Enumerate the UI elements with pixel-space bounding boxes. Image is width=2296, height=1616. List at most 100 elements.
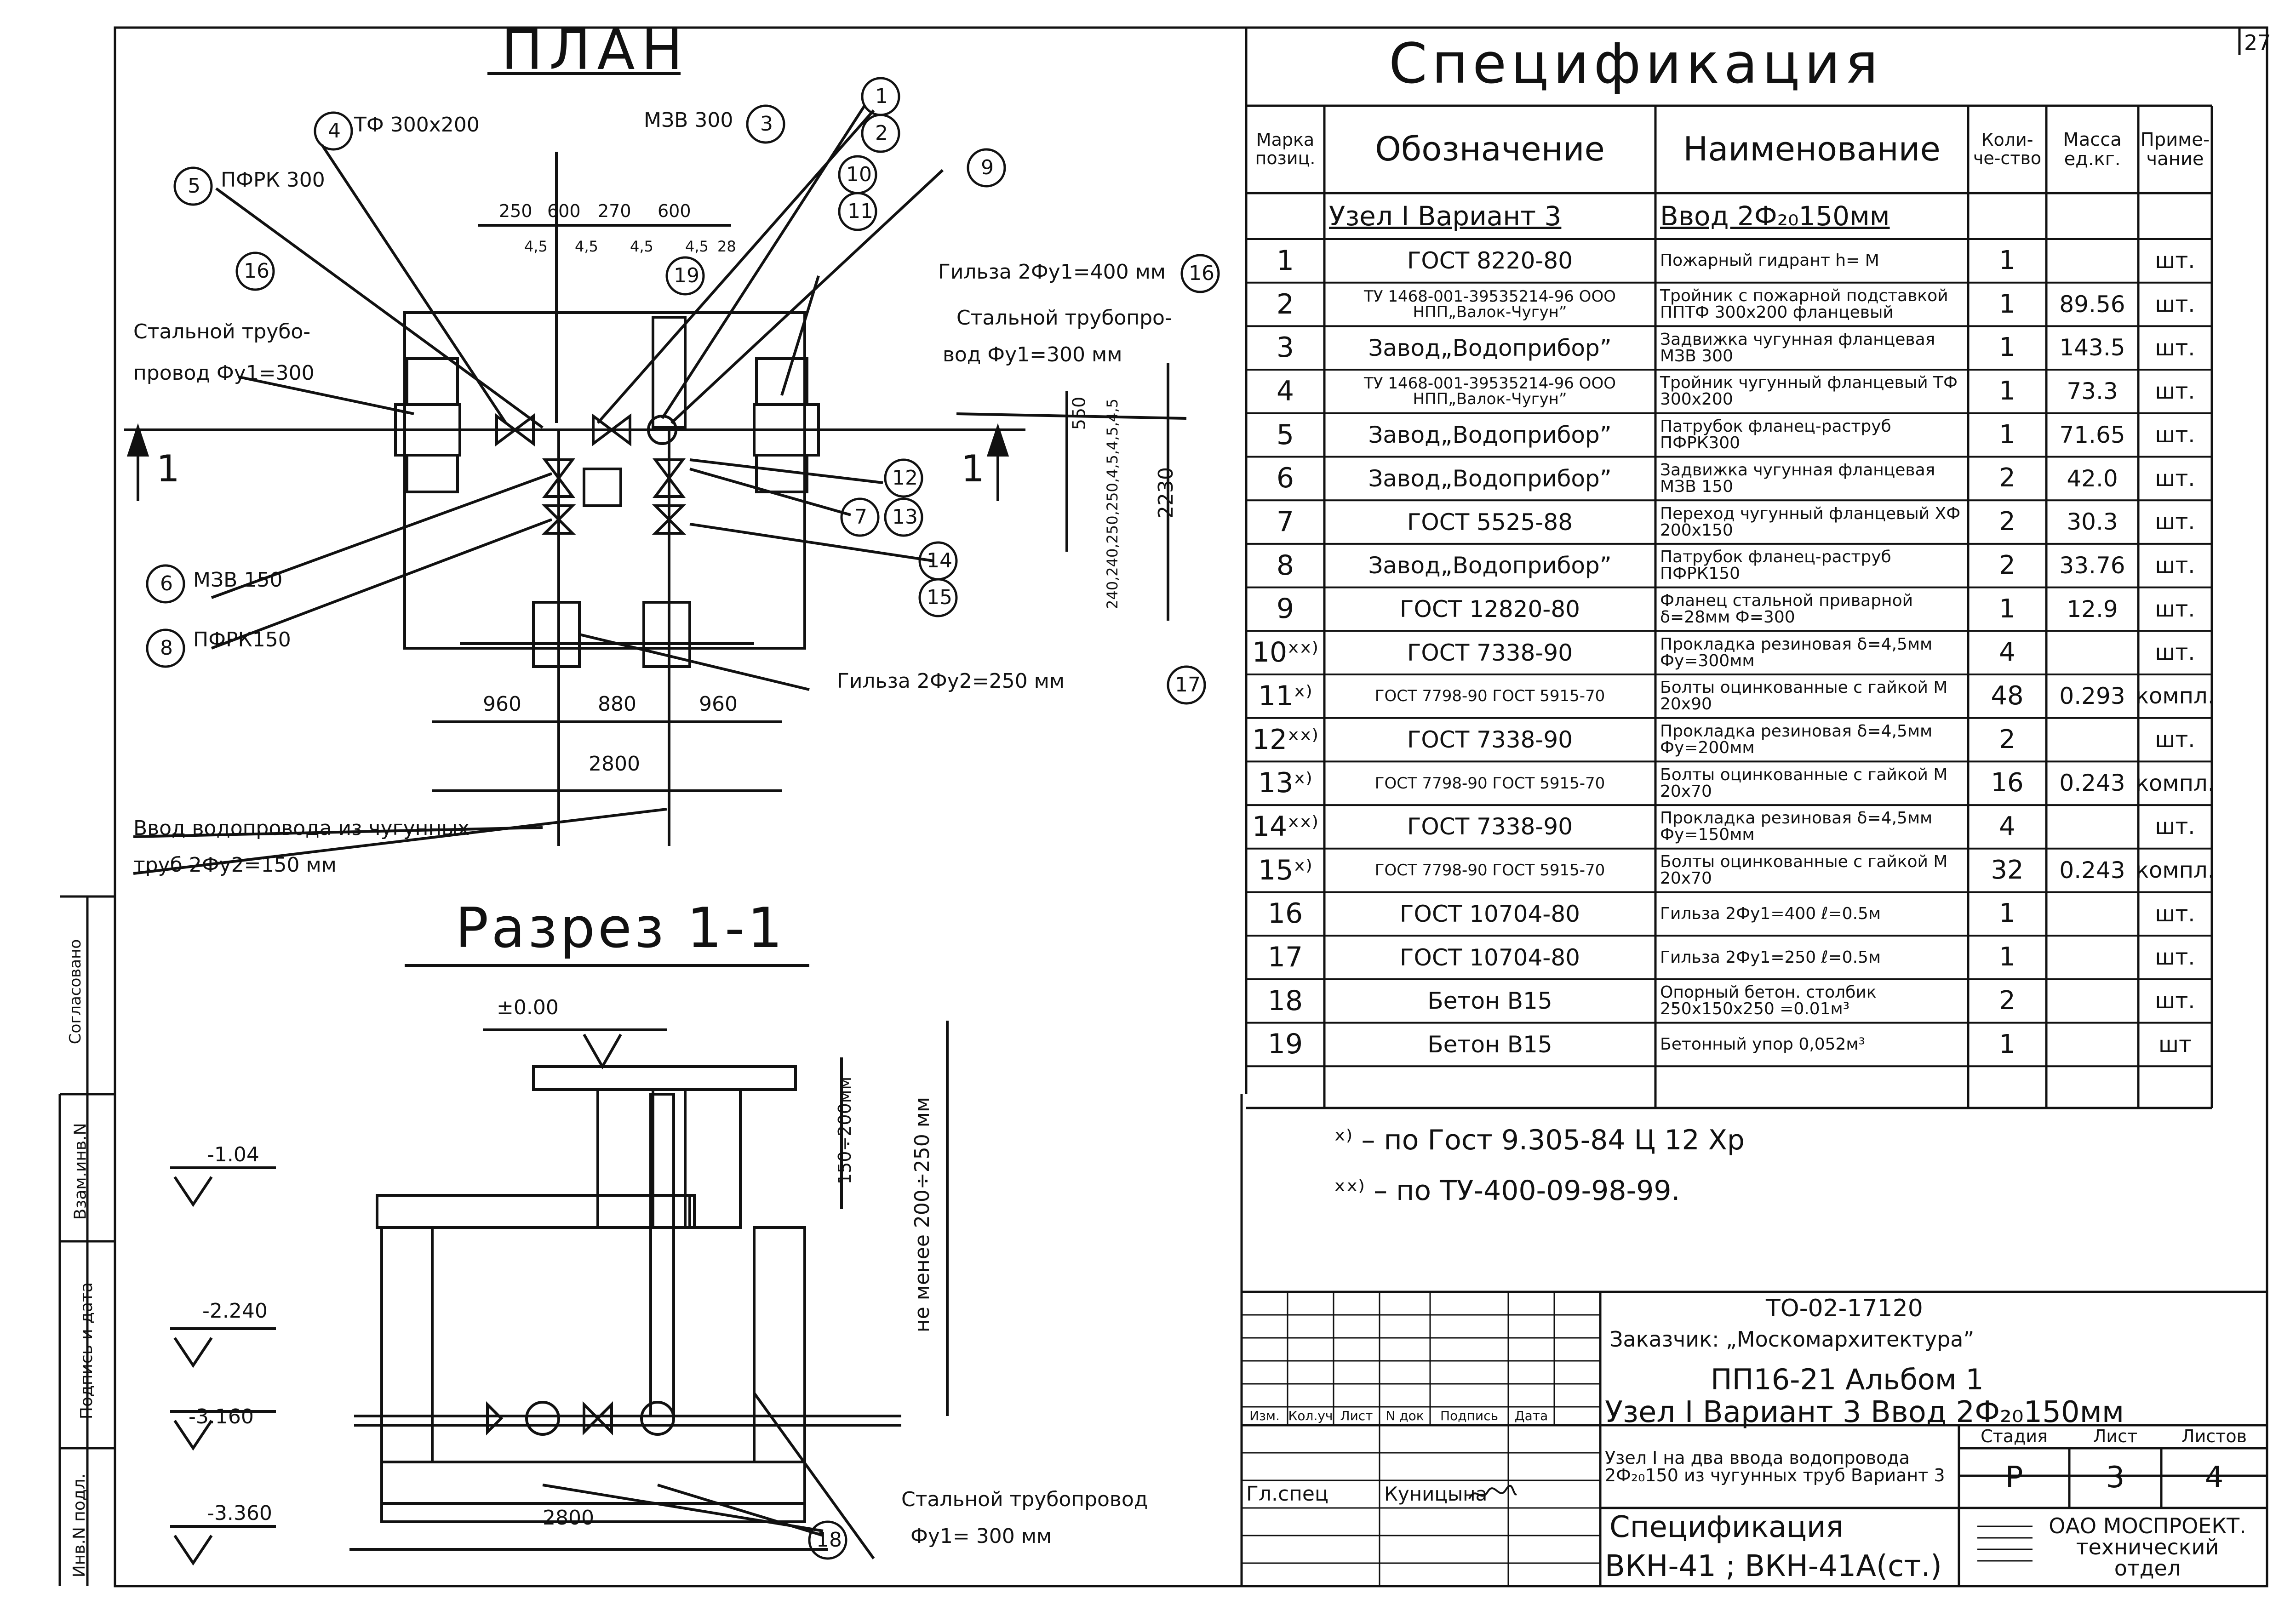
balloon-17: 17 [1175,673,1201,697]
spec-row-2-mark: 2 [1276,288,1294,320]
spec-row-18-mark: 18 [1267,984,1303,1017]
callout-inlet: Ввод водопровода из чугунных [133,817,470,840]
spec-row-8-designation: Завод„Водоприбор” [1368,552,1612,579]
spec-row-19-designation: Бетон В15 [1427,1031,1552,1058]
callout-inlet-2: труб 2Фу2=150 мм [133,853,337,877]
spec-row-6-name: Задвижка чугунная фланцевая МЗВ 150 [1660,460,1935,496]
spec-row-9-mass: 12.9 [2067,595,2118,622]
spec-row-7-qty: 2 [1999,507,2015,537]
spec-row-1-qty: 1 [1999,245,2015,275]
callout-steel-right: Стальной трубопро- [956,306,1172,330]
tb-code: ТО-02-17120 [1766,1295,1923,1322]
dim-960b: 960 [699,692,738,716]
spec-row-13-note: компл. [2138,770,2212,796]
dim-4-5d: 4,5 [685,238,709,255]
spec-header-name: Наименование [1683,130,1941,169]
spec-row-1-mark: 1 [1276,244,1294,277]
spec-row-2-name: Тройник с пожарной подставкой ППТФ 300х2… [1660,286,1948,322]
tb-sheet: 3 [2106,1461,2125,1495]
balloon-14: 14 [927,549,952,572]
spec-row-7-name: Переход чугунный фланцевый ХФ 200х150 [1660,504,1961,540]
spec-row-6-designation: Завод„Водоприбор” [1368,465,1612,492]
spec-row-9-designation: ГОСТ 12820-80 [1400,595,1580,622]
spec-row-8-qty: 2 [1999,550,2015,580]
tb-col-izm: Изм. [1249,1408,1280,1424]
spec-header-qty: Коли-че-ство [1973,130,2042,168]
spec-row-2-mass: 89.56 [2059,291,2125,318]
spec-row-16-mark: 16 [1267,897,1303,930]
spec-row-17-name: Гильза 2Фу1=250 ℓ=0.5м [1660,948,1881,967]
spec-row-13-qty: 16 [1991,768,2024,798]
spec-row-13-mass: 0.243 [2059,770,2125,797]
dim-4-5b: 4,5 [575,238,598,255]
callout-mzv300: МЗВ 300 [644,108,733,132]
spec-row-4-qty: 1 [1999,376,2015,406]
spec-row-13-name: Болты оцинкованные с гайкой М 20х70 [1660,765,1948,801]
spec-row-9-note: шт. [2155,596,2195,622]
spec-header-designation: Обозначение [1375,130,1605,169]
margin-podpis-data: Подпись и дата [77,1282,97,1420]
spec-row-15-name: Болты оцинкованные с гайкой М 20х70 [1660,852,1948,888]
tb-desc: Узел I на два ввода водопровода 2Ф₂₀150 … [1605,1448,1945,1485]
tb-org: ОАО МОСПРОЕКТ. технический отдел [2049,1513,2246,1581]
callout-sleeve400: Гильза 2Фу1=400 мм [938,260,1166,284]
spec-row-8-mass: 33.76 [2059,552,2125,579]
margin-vzam-inv: Взам.инв.N [71,1123,90,1220]
spec-row-12-designation: ГОСТ 7338-90 [1407,726,1573,754]
tb-col-podpis: Подпись [1440,1408,1498,1424]
spec-row-19-mass [2046,1023,2138,1067]
spec-row-14-mark: 14ˣˣ⁾ [1252,810,1319,843]
tb-col-data: Дата [1514,1408,1548,1424]
sheet-number: 27 [2244,30,2271,55]
callout-steel-right-2: вод Фу1=300 мм [943,343,1122,366]
callout-pfrk150: ПФРК150 [193,628,291,651]
spec-group-name: Ввод 2Ф₂₀150мм [1660,200,1890,232]
spec-row-15-mark: 15ˣ⁾ [1258,854,1312,886]
spec-row-18-note: шт. [2155,988,2195,1014]
balloon-4: 4 [328,119,341,143]
dim-4-5c: 4,5 [630,238,653,255]
spec-row-15-designation: ГОСТ 7798-90 ГОСТ 5915-70 [1374,861,1605,880]
level-3-360: -3.360 [207,1502,272,1525]
balloon-18: 18 [816,1528,842,1552]
spec-row-4-note: шт. [2155,378,2195,405]
spec-row-15-note: компл. [2138,857,2212,883]
dim-550: 550 [1069,396,1089,430]
callout-steel-left-2: провод Фу1=300 [133,361,315,385]
spec-row-19-mark: 19 [1267,1028,1303,1061]
dim-600a: 600 [547,201,581,221]
spec-row-18-designation: Бетон В15 [1427,988,1552,1015]
spec-row-2-note: шт. [2155,291,2195,317]
spec-group-designation: Узел I Вариант 3 [1329,200,1562,232]
spec-row-1-designation: ГОСТ 8220-80 [1407,247,1573,274]
spec-row-11-note: компл. [2138,683,2212,709]
spec-row-10-note: шт. [2155,640,2195,666]
spec-row-3-mark: 3 [1276,331,1294,364]
spec-row-12-note: шт. [2155,726,2195,753]
spec-row-11-designation: ГОСТ 7798-90 ГОСТ 5915-70 [1374,687,1605,706]
tb-stage-header: Стадия [1981,1426,2048,1447]
spec-row-4-designation: ТУ 1468-001-39535214-96 ООО НПП„Валок-Чу… [1364,374,1616,409]
tb-doc: Спецификация [1609,1510,1844,1544]
spec-row-16-mass [2046,892,2138,936]
callout-steel-left: Стальной трубо- [133,320,311,343]
spec-row-9-mark: 9 [1276,593,1294,625]
spec-row-4-mass: 73.3 [2067,378,2118,405]
spec-row-19-qty: 1 [1999,1029,2015,1059]
spec-row-16-designation: ГОСТ 10704-80 [1400,900,1580,927]
tb-col-list: Лист [1340,1408,1373,1424]
dim-2230: 2230 [1154,467,1178,519]
spec-row-6-qty: 2 [1999,463,2015,493]
dim-vertical-chain: 240,240,250,250,4,5,4,5,4,5 [1104,398,1122,610]
dim-960a: 960 [483,692,521,716]
spec-row-6-mark: 6 [1276,462,1294,495]
spec-row-19-name: Бетонный упор 0,052м³ [1660,1034,1865,1054]
spec-row-14-qty: 4 [1999,811,2015,842]
tb-sheets: 4 [2204,1461,2224,1495]
spec-row-15-mass: 0.243 [2059,857,2125,884]
spec-row-12-qty: 2 [1999,724,2015,754]
tb-doc-2: ВКН-41 ; ВКН-41А(ст.) [1605,1549,1942,1583]
spec-row-9-name: Фланец стальной приварной δ=28мм Ф=300 [1660,591,1913,627]
spec-row-15-qty: 32 [1991,855,2024,885]
